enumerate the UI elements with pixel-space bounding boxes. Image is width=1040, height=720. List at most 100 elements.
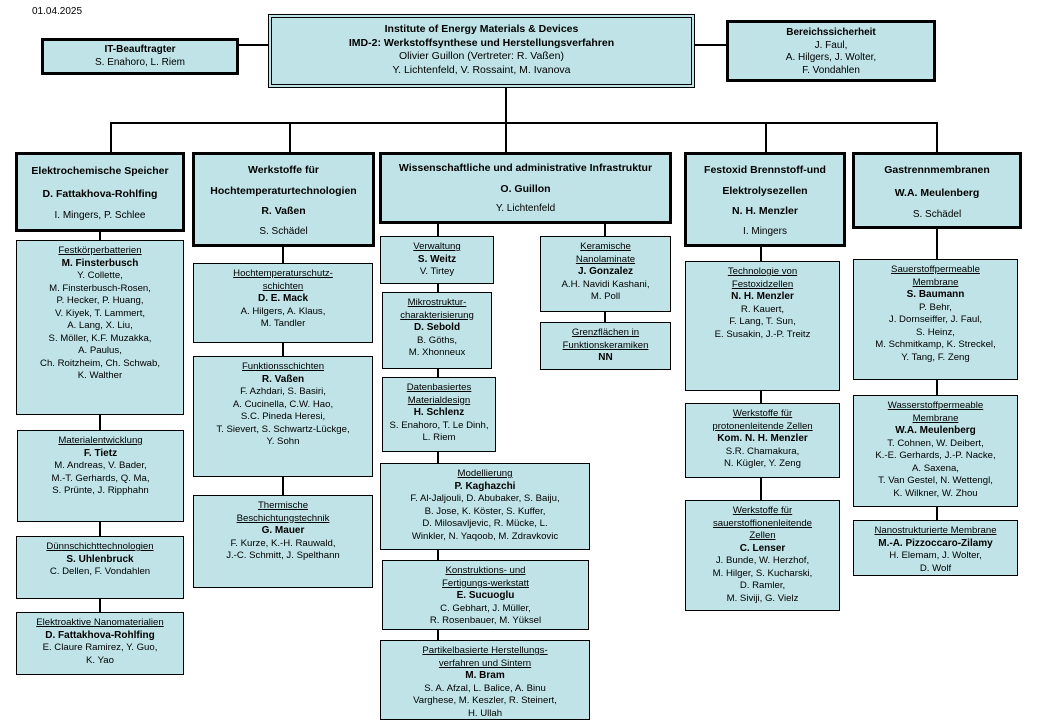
group-member-line: D. Ramler, [739, 580, 786, 591]
dept-title: Werkstoffe für [248, 164, 319, 176]
group-title: Materialentwicklung [58, 435, 143, 446]
dept-head: R. Vaßen [261, 205, 306, 217]
connector-d4 [765, 122, 767, 152]
group-member-line: M. Tandler [260, 318, 306, 329]
dept-people: S. Schädel [912, 209, 962, 220]
group-head: J. Gonzalez [577, 266, 633, 277]
it-officer-people: S. Enahoro, L. Riem [94, 56, 186, 68]
group-member-line: A. Saxena, [912, 462, 959, 474]
group-member-line: A.H. Navidi Kashani, [561, 278, 650, 290]
connector-d1 [110, 122, 112, 152]
group-head: M. Finsterbusch [61, 257, 139, 269]
group-member-line: J. Bunde, W. Herzhof, [715, 555, 810, 566]
group-title: Beschichtungstechnik [236, 512, 330, 524]
group-title: Funktionskeramiken [562, 339, 649, 351]
group-head: P. Kaghazchi [454, 480, 516, 492]
group-title: sauerstoffionenleitende [712, 517, 813, 529]
group-member-line: T. Cohnen, W. Deibert, [887, 437, 984, 449]
group-member-line: T. Van Gestel, N. Wettengl, [878, 475, 993, 486]
group-member-line: A. Cucinella, C.W. Hao, [232, 398, 334, 410]
group-member-line: M.-T. Gerhards, Q. Ma, [51, 472, 150, 484]
group-title: charakterisierung [400, 309, 474, 321]
safety-people-2: A. Hilgers, J. Wolter, [785, 52, 877, 63]
connector-safety [695, 44, 727, 46]
group-member-line: M. Andreas, V. Bader, [54, 460, 147, 471]
group-member-line: S. Prünte, J. Ripphahn [52, 485, 149, 496]
safety-people-3: F. Vondahlen [802, 64, 860, 76]
group-member-line: V. Tirtey [419, 266, 455, 277]
date-label: 01.04.2025 [32, 6, 83, 17]
dept-gas-separation-membranes: Gastrennmembranen W.A. Meulenberg S. Sch… [852, 152, 1022, 229]
dept-electrochemical-storage: Elektrochemische Speicher D. Fattakhova-… [15, 152, 185, 232]
group-member-line: Varghese, M. Keszler, R. Steinert, [413, 695, 557, 706]
group-member-line: S. Möller, K.F. Muzakka, [48, 332, 152, 344]
group-member-line: D. Milosavljevic, R. Mücke, L. [422, 518, 548, 529]
group-member-line: F. Lang, T. Sun, [729, 316, 796, 327]
group-title: Thermische [257, 500, 309, 511]
dept-people: I. Mingers [743, 225, 787, 237]
safety-people-1: J. Faul, [814, 39, 848, 51]
group-title: Nanostrukturierte Membrane [874, 525, 997, 536]
group-member-line: S.R. Chamakura, [725, 445, 800, 457]
connector-c1 [99, 230, 101, 613]
group-title: Werkstoffe für [732, 408, 793, 419]
group-member-line: Y. Collette, [77, 270, 123, 281]
group-member-line: L. Riem [422, 432, 456, 443]
institute-staff: Y. Lichtenfeld, V. Rossaint, M. Ivanova [392, 63, 571, 76]
group-member-line: S. A. Afzal, L. Balice, A. Binu [424, 682, 546, 694]
group-title: Funktionsschichten [241, 361, 325, 372]
group-head: D. Sebold [413, 322, 461, 333]
group-member-line: P. Hecker, P. Huang, [56, 295, 144, 306]
group-member-line: A. Paulus, [78, 345, 122, 356]
group-member-line: K.-E. Gerhards, J.-P. Nacke, [875, 450, 996, 461]
group-head: F. Tietz [83, 447, 118, 459]
group-head: S. Weitz [417, 253, 457, 265]
group-title: Membrane [912, 412, 959, 424]
group-member-line: M. Xhonneux [408, 347, 466, 358]
group-member-line: K. Wilkner, W. Zhou [893, 487, 978, 499]
group-member-line: Y. Sohn [266, 436, 300, 447]
group-member-line: M. Poll [590, 291, 621, 302]
group-title: Membrane [912, 276, 959, 288]
group-member-line: V. Kiyek, T. Lammert, [54, 307, 146, 319]
group-head: G. Mauer [261, 525, 305, 536]
group-head: C. Lenser [739, 542, 786, 554]
dept-people: S. Schädel [259, 225, 308, 237]
group-title: Verwaltung [413, 241, 461, 252]
group-head: NN [598, 352, 613, 363]
group-member-line: F. Azhdari, S. Basiri, [240, 386, 326, 397]
group-member-line: S. Enahoro, T. Le Dinh, [389, 419, 489, 431]
connector-it [238, 44, 270, 46]
group-member-line: E. Susakin, J.-P. Treitz [714, 328, 811, 340]
group-title: Dünnschichttechnologien [46, 541, 154, 552]
group-head: H. Schlenz [413, 407, 465, 418]
institute-box: Institute of Energy Materials & Devices … [268, 14, 695, 88]
institute-name: Institute of Energy Materials & Devices [384, 23, 579, 35]
group-title: Elektroaktive Nanomaterialien [36, 617, 164, 628]
group-member-line: Ch. Roitzheim, Ch. Schwab, [40, 357, 160, 369]
group-member-line: A. Lang, X. Liu, [67, 320, 133, 331]
group-member-line: K. Yao [86, 654, 114, 666]
group-title: Festkörperbatterien [58, 245, 142, 256]
group-member-line: Winkler, N. Yaqoob, M. Zdravkovic [411, 530, 559, 542]
group-member-line: S. Heinz, [916, 326, 955, 338]
dept-title: Gastrennmembranen [884, 164, 990, 176]
group-title: Festoxidzellen [731, 278, 794, 290]
group-member-line: R. Rosenbauer, M. Yüksel [429, 615, 542, 626]
